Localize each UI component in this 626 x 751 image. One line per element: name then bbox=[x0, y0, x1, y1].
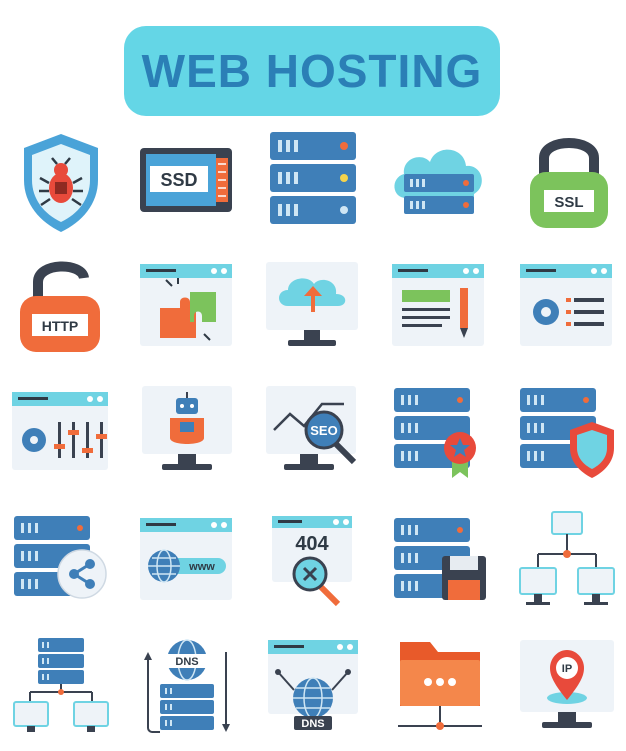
seo-label: SEO bbox=[310, 423, 337, 438]
shield-bug-icon bbox=[6, 128, 116, 238]
dns-label: DNS bbox=[175, 656, 198, 668]
server-share-icon bbox=[6, 506, 116, 616]
ssl-label: SSL bbox=[554, 194, 583, 211]
ssd-label: SSD bbox=[160, 170, 197, 190]
dns-globe-label: DNS bbox=[301, 718, 324, 730]
server-backup-icon bbox=[384, 506, 494, 616]
dns-globe-window-icon: DNS bbox=[258, 632, 368, 742]
ip-location-monitor-icon: IP bbox=[512, 632, 622, 742]
server-rack-icon bbox=[258, 128, 368, 238]
network-diagram-icon bbox=[512, 506, 622, 616]
ssl-lock-icon: SSL bbox=[514, 128, 624, 238]
network-folder-icon bbox=[386, 632, 496, 742]
robot-monitor-icon bbox=[132, 378, 242, 488]
www-label: www bbox=[188, 561, 215, 573]
server-network-icon bbox=[6, 632, 116, 742]
content-editor-icon bbox=[384, 252, 494, 362]
www-window-icon: www bbox=[132, 506, 242, 616]
control-panel-icon bbox=[6, 378, 116, 488]
http-label: HTTP bbox=[42, 318, 79, 334]
error-code-label: 404 bbox=[295, 533, 329, 555]
server-award-icon bbox=[384, 378, 494, 488]
dns-server-icon: DNS bbox=[132, 632, 242, 742]
page-title: WEB HOSTING bbox=[141, 45, 483, 97]
seo-monitor-icon: SEO bbox=[258, 378, 368, 488]
puzzle-plugin-icon bbox=[132, 252, 242, 362]
settings-window-icon bbox=[512, 252, 622, 362]
http-lock-icon: HTTP bbox=[6, 252, 116, 362]
cloud-upload-monitor-icon bbox=[258, 252, 368, 362]
cloud-server-icon bbox=[384, 128, 494, 238]
error-404-icon: 404 bbox=[262, 506, 372, 616]
ssd-icon: SSD bbox=[132, 128, 242, 238]
ip-label: IP bbox=[562, 663, 572, 675]
title-banner: WEB HOSTING bbox=[124, 26, 500, 116]
server-shield-icon bbox=[512, 378, 622, 488]
